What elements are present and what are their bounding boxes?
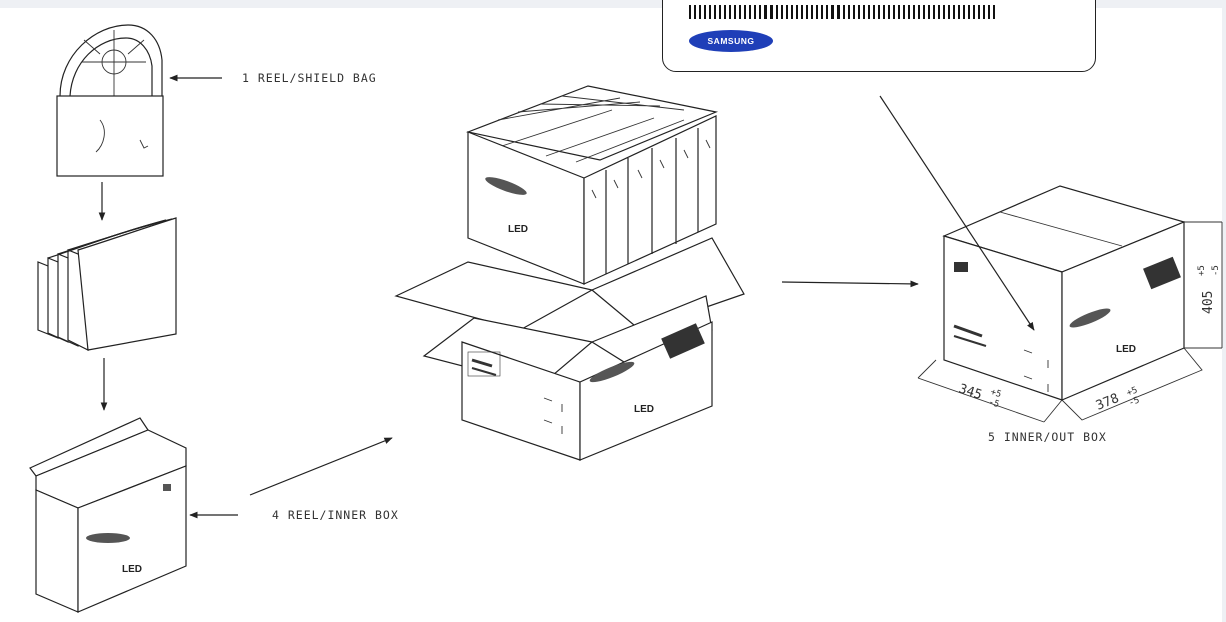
- barcode-bar: [993, 5, 995, 19]
- barcode-bar: [963, 5, 965, 19]
- barcode-bar: [858, 5, 860, 19]
- barcode-bar: [873, 5, 875, 19]
- barcode-bar: [770, 5, 773, 19]
- barcode-bar: [816, 5, 818, 19]
- barcode-bar: [709, 5, 711, 19]
- barcode-bar: [821, 5, 823, 19]
- barcode-bar: [796, 5, 798, 19]
- inner-box-led-print: LED: [122, 564, 142, 575]
- barcode-bar: [918, 5, 920, 19]
- barcode-bar: [837, 5, 840, 19]
- barcode-bar: [699, 5, 701, 19]
- barcode-bar: [848, 5, 850, 19]
- reel-shield-bag-illustration: [57, 25, 163, 176]
- barcode-bar: [933, 5, 935, 19]
- barcode-bar: [908, 5, 910, 19]
- barcode-bar: [791, 5, 793, 19]
- barcode-bar: [948, 5, 950, 19]
- box-label-callout: SAMSUNG: [662, 0, 1096, 72]
- barcode-bar: [888, 5, 890, 19]
- barcode-bar: [868, 5, 870, 19]
- barcode-bar: [903, 5, 905, 19]
- barcode-bar: [863, 5, 865, 19]
- length-tolerance-minus: -5: [987, 397, 1000, 410]
- barcode-bar: [801, 5, 803, 19]
- barcode-bar: [878, 5, 880, 19]
- barcode-bar: [913, 5, 915, 19]
- barcode-bar: [826, 5, 828, 19]
- barcode-bar: [806, 5, 808, 19]
- barcode-bar: [943, 5, 945, 19]
- barcode-bar: [978, 5, 980, 19]
- barcode-bar: [988, 5, 990, 19]
- barcode-bar: [968, 5, 970, 19]
- flow-arrow-to-outer-box: [250, 438, 392, 495]
- reel-inner-box-illustration: LED: [30, 418, 186, 612]
- barcode: [689, 5, 999, 19]
- barcode-bar: [729, 5, 731, 19]
- barcode-bar: [973, 5, 975, 19]
- stack-box-led-print: LED: [508, 224, 528, 235]
- barcode-bar: [923, 5, 925, 19]
- length-dimension: 345: [957, 382, 984, 404]
- barcode-bar: [776, 5, 778, 19]
- barcode-bar: [719, 5, 721, 19]
- barcode-bar: [953, 5, 955, 19]
- barcode-bar: [898, 5, 900, 19]
- reel-shield-bag-label: 1 REEL/SHIELD BAG: [242, 71, 377, 85]
- final-box-led-print: LED: [1116, 344, 1136, 355]
- barcode-bar: [781, 5, 783, 19]
- barcode-bar: [811, 5, 813, 19]
- stacked-bags-illustration: [38, 218, 176, 350]
- barcode-bar: [754, 5, 756, 19]
- barcode-bar: [928, 5, 930, 19]
- barcode-bar: [739, 5, 741, 19]
- width-dimension: 378: [1094, 391, 1121, 414]
- barcode-bar: [734, 5, 736, 19]
- outer-box-led-print: LED: [634, 404, 654, 415]
- barcode-bar: [694, 5, 696, 19]
- height-dimension: 405: [1201, 291, 1216, 314]
- barcode-bar: [749, 5, 751, 19]
- barcode-bar: [786, 5, 788, 19]
- flow-arrow-to-final-box: [782, 282, 918, 284]
- barcode-bar: [831, 5, 834, 19]
- barcode-bar: [843, 5, 845, 19]
- samsung-logo-mark: [86, 533, 130, 543]
- barcode-bar: [759, 5, 761, 19]
- samsung-logo-text: SAMSUNG: [708, 36, 755, 46]
- barcode-bar: [938, 5, 940, 19]
- reel-inner-box-label: 4 REEL/INNER BOX: [272, 508, 399, 522]
- barcode-bar: [883, 5, 885, 19]
- height-tolerance-plus: +5: [1197, 265, 1207, 276]
- barcode-bar: [744, 5, 746, 19]
- barcode-bar: [714, 5, 716, 19]
- barcode-bar: [958, 5, 960, 19]
- barcode-bar: [704, 5, 706, 19]
- barcode-bar: [724, 5, 726, 19]
- height-tolerance-minus: -5: [1211, 265, 1221, 276]
- barcode-bar: [689, 5, 691, 19]
- barcode-bar: [764, 5, 767, 19]
- barcode-bar: [853, 5, 855, 19]
- barcode-bar: [983, 5, 985, 19]
- barcode-bar: [893, 5, 895, 19]
- inner-out-box-label: 5 INNER/OUT BOX: [988, 430, 1107, 444]
- samsung-logo: SAMSUNG: [689, 30, 773, 52]
